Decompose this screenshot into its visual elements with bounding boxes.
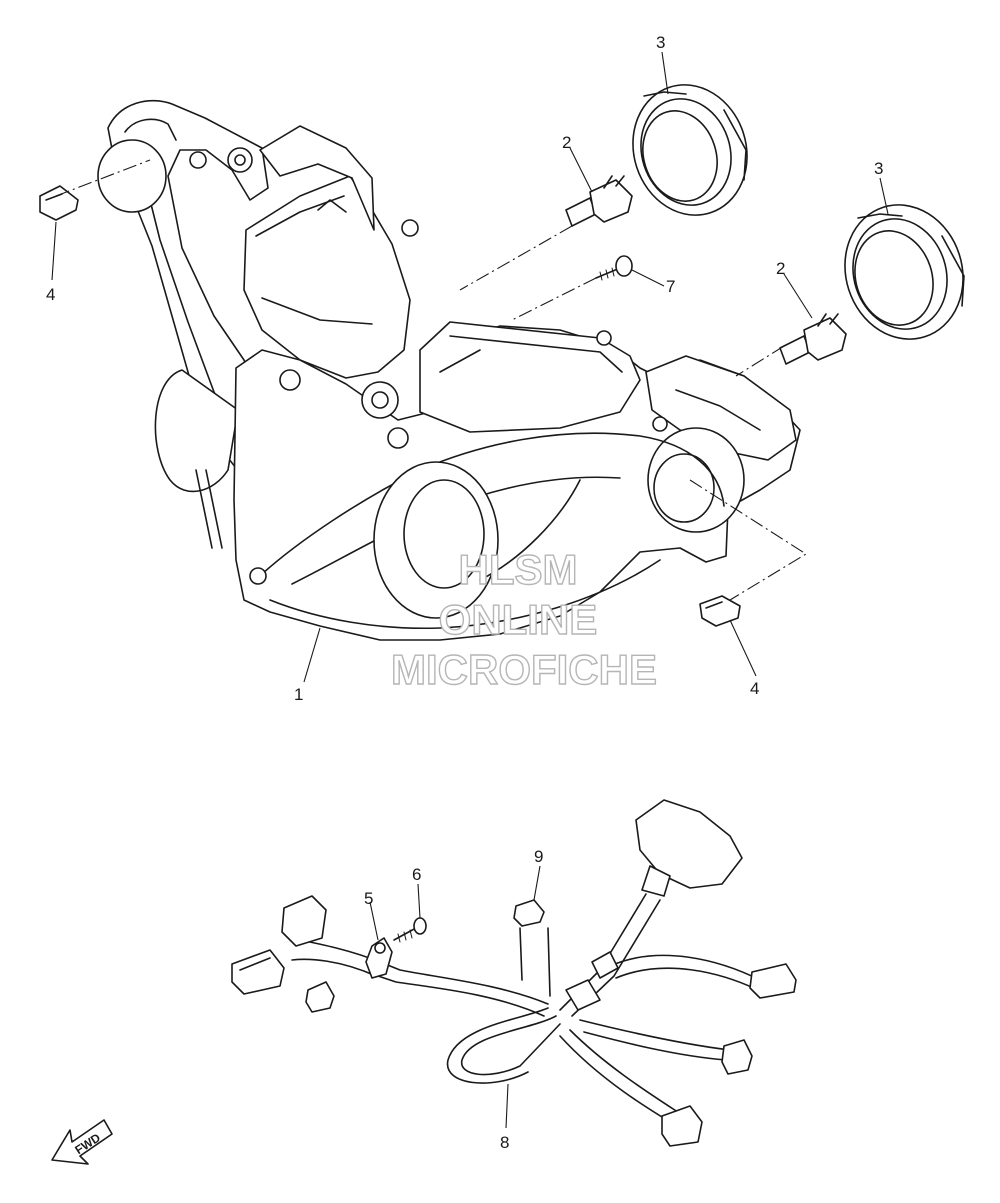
callout-3-upper: 3 [656, 33, 665, 52]
callout-1: 1 [294, 685, 303, 704]
clip-left[interactable] [39, 185, 79, 221]
band-9[interactable] [513, 899, 551, 997]
watermark-line-3: MICROFICHE [391, 646, 657, 693]
watermark-line-1: HLSM [459, 546, 578, 593]
watermark: HLSM ONLINE MICROFICHE [390, 545, 657, 693]
callout-8: 8 [500, 1133, 509, 1152]
bulb-cover-lower[interactable] [828, 189, 980, 354]
callout-3-lower: 3 [874, 159, 883, 178]
bulb-upper[interactable] [565, 175, 633, 227]
callout-2-upper: 2 [562, 133, 571, 152]
fwd-arrow-icon: FWD [51, 1119, 113, 1165]
screw-7[interactable] [595, 255, 633, 281]
clamp-5[interactable] [365, 937, 393, 979]
callout-5: 5 [364, 889, 373, 908]
bulb-cover-upper[interactable] [616, 70, 763, 230]
leader-lines [51, 51, 889, 1129]
bulb-lower[interactable] [779, 313, 847, 365]
watermark-line-2: ONLINE [439, 596, 598, 643]
callout-labels: 1 2 2 3 3 4 4 5 6 7 8 9 [46, 33, 883, 1152]
headlight-assembly[interactable] [97, 99, 801, 641]
callout-4-right: 4 [750, 679, 759, 698]
callout-6: 6 [412, 865, 421, 884]
callout-9: 9 [534, 847, 543, 866]
callout-4-left: 4 [46, 285, 55, 304]
wire-harness[interactable] [231, 799, 797, 1147]
bolt-6[interactable] [393, 917, 427, 943]
callout-2-lower: 2 [776, 259, 785, 278]
clip-right[interactable] [699, 595, 741, 627]
callout-7: 7 [666, 277, 675, 296]
